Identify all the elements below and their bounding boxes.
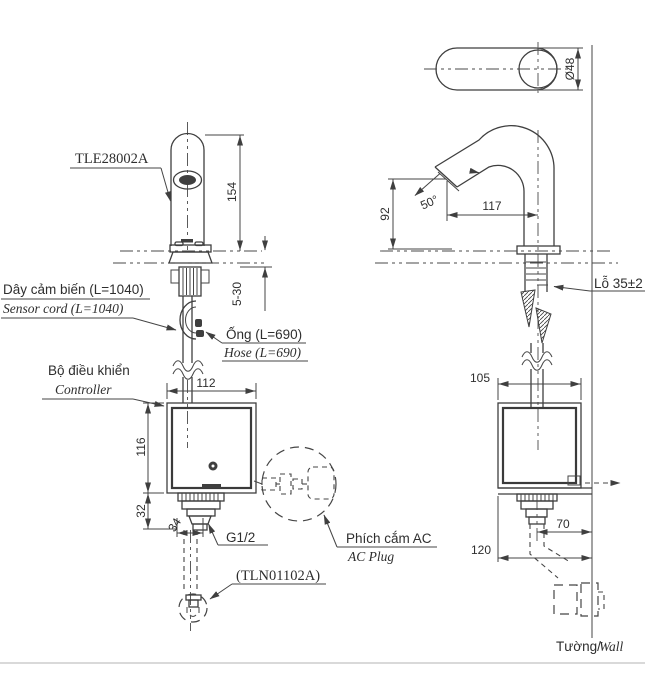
controller-box-front — [166, 380, 257, 494]
fixing-wedge-left — [520, 289, 536, 328]
dim-box-depth-text: 105 — [470, 371, 490, 385]
drain-routing-side — [529, 524, 605, 617]
ac-plug-circle — [261, 446, 337, 522]
spout-side — [434, 125, 555, 246]
flange-screw-left — [174, 241, 184, 247]
dim-spout-diameter — [539, 47, 583, 91]
sensor-lens — [179, 175, 196, 185]
outlet-fitting-side — [516, 493, 558, 541]
dim-shank-width-text: 34 — [165, 515, 184, 534]
product-code-label: TLE28002A — [75, 151, 149, 167]
dim-box-to-wall — [497, 496, 592, 562]
mounting-shank-front — [170, 266, 210, 297]
fixing-wedge-right — [535, 307, 552, 344]
outlet-fitting-front — [177, 492, 225, 531]
callout-leaders-front — [1, 167, 437, 600]
dim-spout-height — [205, 134, 244, 251]
dim-spout-height-text: 154 — [225, 182, 239, 202]
front-view — [113, 122, 337, 631]
dim-reach — [446, 181, 538, 221]
dim-box-width — [166, 383, 257, 399]
ac-plug-detail — [253, 446, 337, 522]
body-seam — [181, 239, 193, 243]
cord-outlet-detail — [567, 475, 581, 486]
dim-box-depth — [497, 378, 582, 400]
angle-flow-arrow — [414, 173, 441, 196]
dim-deck-thickness — [240, 236, 272, 311]
dim-angle-text: 50° — [418, 192, 440, 212]
ac-plug-label-en: AC Plug — [347, 549, 394, 564]
dim-box-width-text: 112 — [196, 376, 215, 390]
wall-label-en: Wall — [599, 639, 624, 654]
faucet-body-front — [170, 132, 205, 246]
hose-label-en: Hose (L=690) — [223, 345, 301, 360]
sensor-cord-label-vi: Dây cảm biến (L=1040) — [3, 282, 144, 297]
drain-detail-circle — [178, 593, 208, 623]
sensor-cord-loop — [179, 300, 204, 340]
controller-box-side — [497, 402, 621, 495]
dim-outlet-height — [388, 178, 452, 250]
base-flange-side — [516, 245, 561, 255]
supply-hose-side — [521, 343, 553, 407]
drain-connection — [178, 530, 208, 631]
dim-reach-text: 117 — [482, 199, 501, 213]
dim-spout-diameter-text: Ø48 — [563, 57, 577, 80]
dim-shank-height-text: 32 — [134, 504, 148, 518]
sensor-window — [172, 170, 203, 190]
dim-outlet-height-text: 92 — [378, 207, 392, 221]
front-view-dimensions — [1, 134, 437, 600]
ac-plug-label-vi: Phích cắm AC — [346, 531, 432, 546]
sensor-cord-label-en: Sensor cord (L=1040) — [3, 301, 124, 316]
dim-box-to-wall-text: 120 — [471, 543, 491, 557]
wall-label-vi: Tường/ — [556, 639, 601, 654]
controller-label-vi: Bộ điều khiển — [48, 363, 130, 378]
hole-label: Lỗ 35±2 — [594, 276, 643, 291]
supply-hose-front — [172, 296, 204, 403]
side-view — [375, 45, 621, 638]
wall-mount-plate — [498, 487, 592, 495]
hose-label-vi: Ống (L=690) — [226, 327, 302, 342]
dim-deck-thickness-text: 5-30 — [230, 282, 244, 306]
side-view-dimensions — [388, 173, 645, 562]
top-view — [424, 42, 583, 96]
mounting-shank-side — [520, 254, 552, 344]
controller-label-en: Controller — [55, 382, 112, 397]
flange-screw-right — [194, 241, 204, 247]
controller-button-center — [211, 464, 215, 468]
dim-shank-height — [143, 493, 176, 530]
base-skirt — [168, 251, 213, 264]
dim-center-to-wall-text: 70 — [556, 517, 570, 531]
drain-code-label: (TLN01102A) — [236, 568, 320, 584]
controller-slot — [202, 484, 221, 488]
hole-callout-leader — [553, 284, 645, 292]
drawing-text: TLE28002A Dây cảm biến (L=1040) Sensor c… — [3, 57, 643, 654]
thread-label: G1/2 — [226, 530, 255, 545]
dim-shank-width — [176, 518, 204, 537]
dim-box-height-text: 116 — [134, 437, 148, 456]
